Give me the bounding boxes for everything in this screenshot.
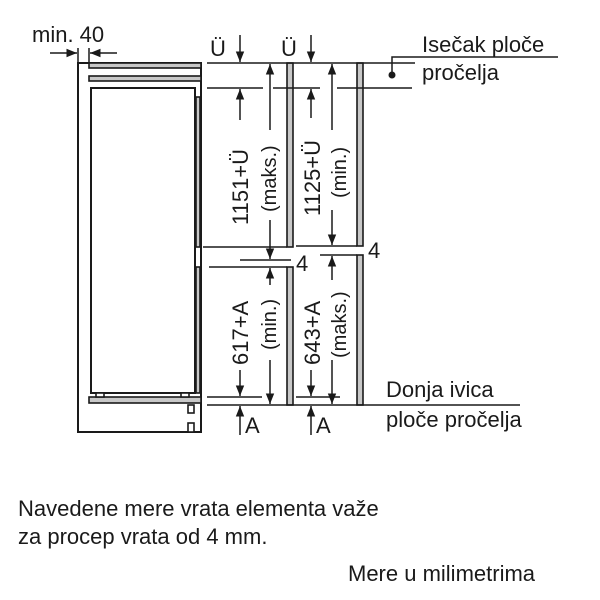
reference-lines [203, 62, 520, 406]
overhang-label-right: Ü [281, 36, 297, 61]
dimension-lower-left: 617+A [228, 300, 253, 365]
door-panels [286, 62, 364, 406]
appliance-door-strips [195, 96, 201, 394]
gap-label-right: 4 [368, 238, 380, 263]
upper-left-dimension-arrows [235, 64, 275, 259]
min-40-dimension [50, 48, 117, 62]
bottom-callout-line2: ploče pročelja [386, 407, 523, 432]
appliance-base [88, 392, 202, 433]
top-callout-line1: Isečak ploče [422, 32, 544, 57]
top-panels [88, 62, 202, 82]
top-callout-dot [388, 71, 396, 79]
bottom-label-left: A [245, 413, 260, 438]
top-callout-leader [391, 56, 558, 74]
top-callout-line2: pročelja [422, 60, 500, 85]
upper-right-dimension-arrows [306, 64, 337, 245]
dimension-lower-right: 643+A [300, 300, 325, 365]
appliance-body [90, 87, 196, 394]
gap-label-left: 4 [296, 251, 308, 276]
dimension-upper-right: 1125+Ü [300, 140, 325, 216]
bottom-callout-line1: Donja ivica [386, 377, 494, 402]
lower-left-dimension-arrows [235, 268, 275, 435]
lower-right-dimension-arrows [306, 256, 337, 435]
dimension-upper-left: 1151+Ü [228, 149, 253, 225]
dimension-upper-right-qualifier: (min.) [329, 147, 351, 198]
dimension-upper-left-qualifier: (maks.) [259, 145, 281, 212]
note-line2: za procep vrata od 4 mm. [18, 524, 268, 549]
dimension-lower-right-qualifier: (maks.) [329, 291, 351, 358]
dimension-lower-left-qualifier: (min.) [259, 299, 281, 350]
overhang-label-left: Ü [210, 36, 226, 61]
overhang-arrows [235, 35, 316, 62]
note-line1: Navedene mere vrata elementa važe [18, 496, 379, 521]
cabinet-niche [77, 62, 202, 433]
bottom-label-right: A [316, 413, 331, 438]
units-note: Mere u milimetrima [348, 561, 536, 586]
min-40-label: min. 40 [32, 22, 104, 47]
